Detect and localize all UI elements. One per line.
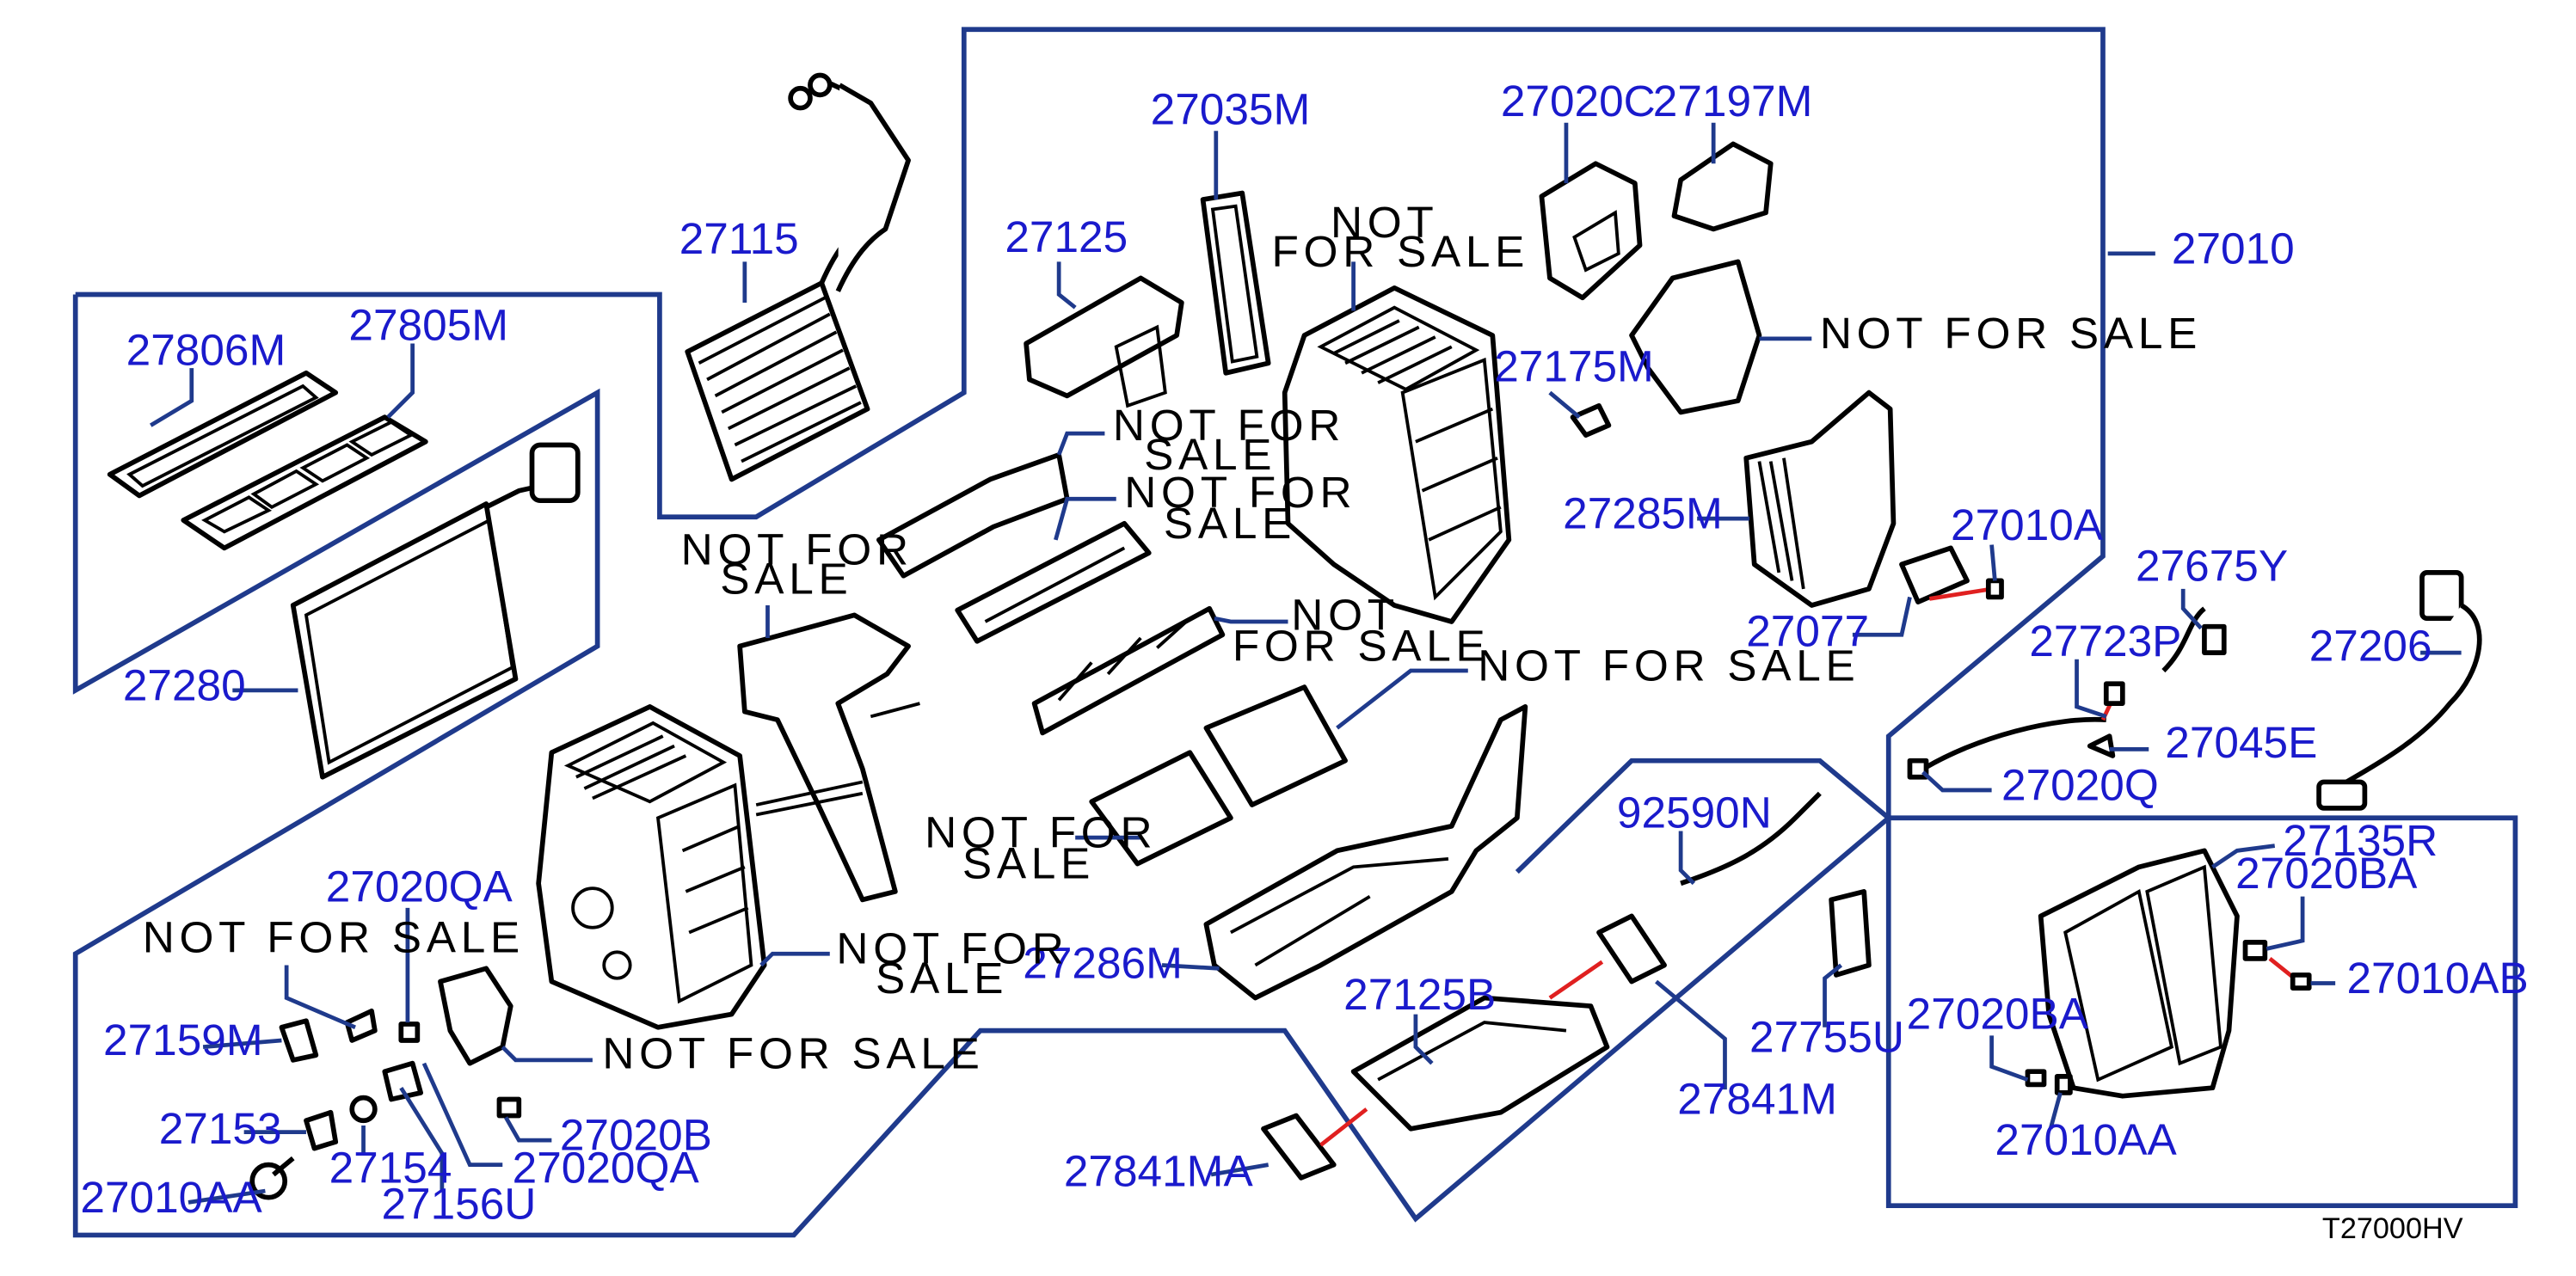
clip-27175m-part [1570,402,1612,438]
seal-27841m-part [1548,913,1667,1000]
nfs-line1-flap-b: NOT FOR [1124,468,1356,517]
nfs-line2-flap-d: SALE [962,839,1095,888]
label-27280: 27280 [123,660,246,709]
label-27010: 27010 [2172,224,2295,273]
nfs-line2-flap-a: SALE [1144,430,1276,479]
nfs-forsale-flap-c: FOR SALE [1233,622,1491,671]
label-27035m: 27035M [1151,85,1311,134]
label-27159m: 27159M [103,1015,263,1064]
label-27010ab: 27010AB [2346,954,2528,1003]
label-27156u: 27156U [381,1179,536,1228]
label-27675y: 27675Y [2136,541,2288,590]
label-27841m: 27841M [1677,1075,1837,1124]
nfs-oneline-duct: NOT FOR SALE [1478,641,1860,690]
label-27020c: 27020C [1501,77,1656,126]
frame-evaporator-group [75,27,2518,1209]
label-27841ma: 27841MA [1064,1146,1254,1195]
nfs-line2-flap-b: SALE [1164,499,1296,548]
label-27125b: 27125B [1343,970,1496,1019]
label-27175m: 27175M [1494,341,1654,390]
main-case-part [1282,285,1512,624]
label-27115: 27115 [679,214,799,263]
harness-parts [1907,606,2227,780]
leader-lines [149,122,2462,1205]
label-27020qa-a: 27020QA [326,862,513,911]
label-27020q: 27020Q [2001,760,2159,809]
cover-27020c-part [1539,161,1643,301]
nfs-oneline-cover: NOT FOR SALE [602,1028,984,1077]
center-duct-part [737,612,920,903]
nfs-not-flap-c: NOT [1291,590,1399,639]
nfs-line1-flap-a: NOT FOR [1113,401,1345,450]
label-27153: 27153 [159,1104,282,1153]
hose-92590n-part [1680,791,1822,886]
nfs-line2-blower: SALE [876,954,1008,1003]
duct-27125-part [1024,275,1184,408]
housing-27135r-part [2025,848,2312,1099]
nfs-line1-flap-d: NOT FOR [925,808,1157,857]
label-27010aa-a: 27010AA [80,1173,262,1222]
label-27010a: 27010A [1951,500,2104,549]
frame-left-group [72,294,1891,1238]
nfs-forsale-main-case: FOR SALE [1271,227,1529,276]
heater-core-part [685,72,911,482]
label-27020ba-a: 27020BA [2235,849,2418,898]
label-27806m: 27806M [126,325,286,374]
diagram-code: T27000HV [2322,1212,2463,1245]
label-27154: 27154 [329,1144,452,1193]
actuator-27197m-part [1629,141,1774,415]
nfs-oneline-lower-left: NOT FOR SALE [143,912,525,961]
label-92590n: 92590N [1617,788,1772,837]
nfs-line2-center: SALE [720,555,852,604]
bracket-27755u-part [1829,889,1872,978]
label-27020qa-b: 27020QA [513,1144,700,1193]
label-27197m: 27197M [1653,77,1813,126]
evaporator-part [290,442,581,780]
small-parts-lower-left [249,966,522,1200]
duct-27286m-part [1203,704,1528,1001]
nfs-not-main-case: NOT [1331,198,1439,247]
label-27045e: 27045E [2165,718,2317,767]
nfs-line1-center: NOT FOR [681,525,913,574]
duct-27125b-part [1350,995,1610,1132]
label-27020ba-b: 27020BA [1907,990,2089,1039]
label-27805m: 27805M [348,301,508,350]
label-27206: 27206 [2309,622,2432,671]
filter-27035m-part [1200,190,1271,376]
label-27010aa-b: 27010AA [1995,1115,2177,1164]
label-27286m: 27286M [1023,939,1183,988]
not-for-sale-notes: NOT FOR SALE NOT FOR SALE NOT FOR SALE N… [143,198,2202,1078]
filter-parts [107,370,428,551]
resistor-27077-part [1899,545,2004,604]
nfs-oneline-actuator: NOT FOR SALE [1820,309,2202,358]
harness-27206-part [2316,570,2482,811]
label-27285m: 27285M [1563,489,1723,538]
nfs-line1-blower: NOT FOR [836,924,1068,973]
module-27285m-part [1743,390,1897,608]
seal-27841ma-part [1261,1107,1368,1181]
label-27077: 27077 [1746,607,1869,656]
label-27020b: 27020B [560,1111,712,1160]
label-27755u: 27755U [1749,1012,1904,1061]
frame-duct-group [1515,758,1891,874]
label-27723p: 27723P [2029,617,2181,666]
label-27125: 27125 [1005,212,1128,261]
label-27135r: 27135R [2283,816,2438,865]
part-labels: 27115 27806M 27805M 27280 27035M 27125 2… [80,77,2528,1228]
blower-housing-part [536,704,767,1030]
